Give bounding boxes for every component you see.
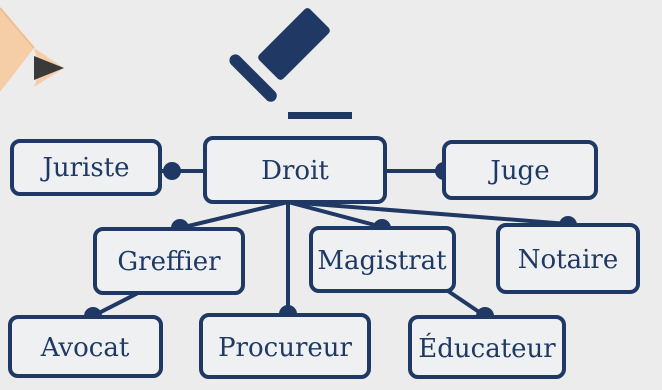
node-box-droit [203, 136, 387, 204]
connectors [92, 169, 569, 318]
node-label-notaire: Notaire [518, 245, 618, 275]
connector-dot [163, 162, 181, 180]
node-label-droit: Droit [261, 156, 329, 186]
node-label-magistrat: Magistrat [317, 246, 447, 276]
node-box-juriste [10, 139, 162, 196]
node-box-avocat [8, 315, 163, 378]
node-label-greffier: Greffier [117, 247, 221, 277]
node-box-notaire [496, 223, 640, 294]
connector-droit-notaire [287, 200, 569, 226]
node-label-educateur: Éducateur [418, 332, 556, 364]
node-boxes [8, 136, 640, 379]
connector-droit-magistrat [287, 200, 383, 229]
node-label-procureur: Procureur [218, 333, 352, 363]
connector-droit-greffier [179, 200, 289, 230]
node-labels: Juriste Droit Juge Greffier Magistrat No… [39, 153, 618, 364]
node-box-educateur [408, 315, 566, 379]
node-label-juriste: Juriste [39, 153, 129, 183]
node-box-juge [442, 140, 598, 200]
node-box-magistrat [309, 226, 456, 293]
node-label-avocat: Avocat [40, 333, 130, 363]
pencil-icon [0, 7, 64, 92]
node-box-greffier [93, 227, 245, 295]
node-box-procureur [199, 313, 371, 379]
node-label-juge: Juge [487, 156, 549, 186]
gavel-icon [229, 8, 352, 119]
